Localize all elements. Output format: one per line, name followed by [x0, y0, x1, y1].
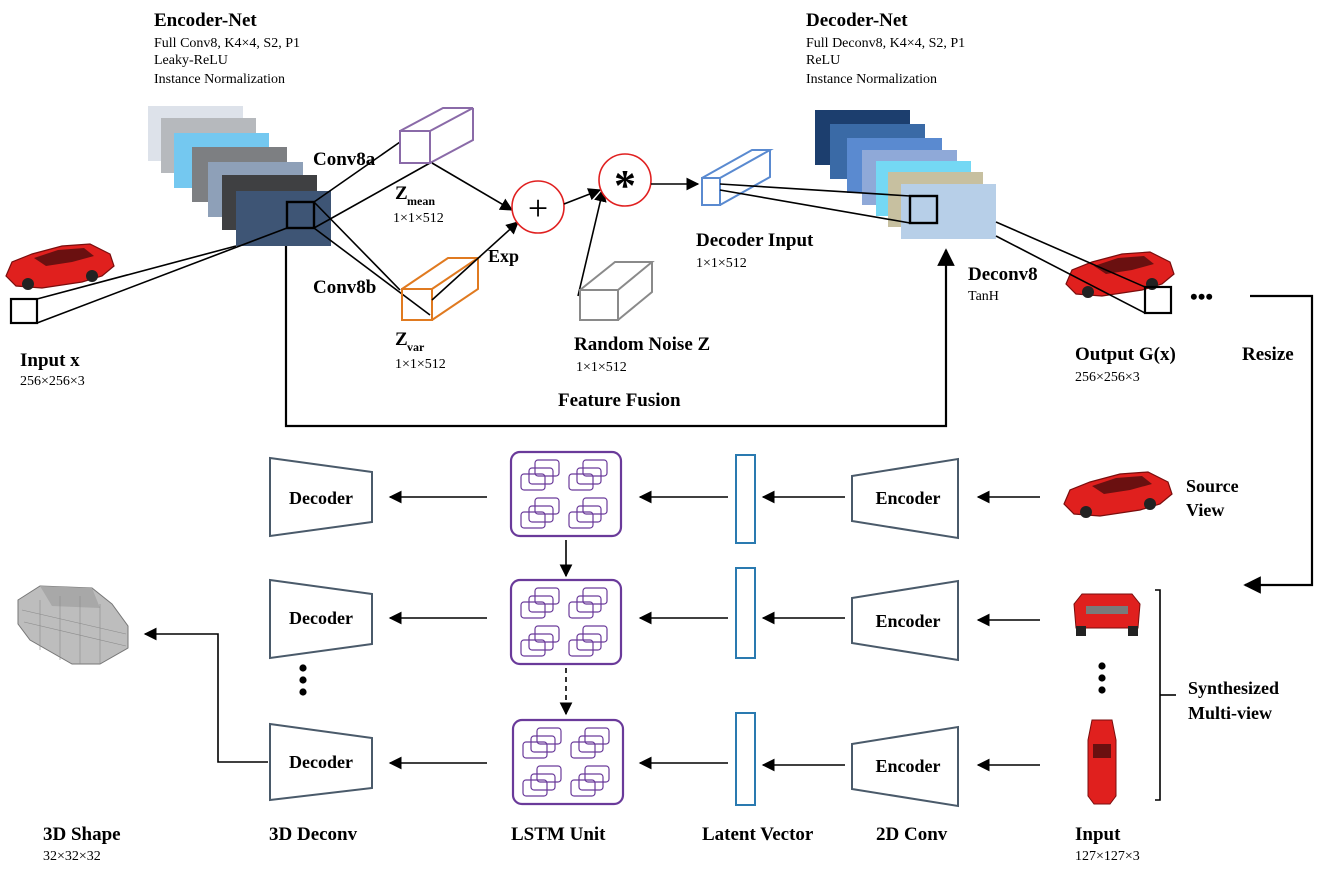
voxel-shape-icon	[17, 585, 129, 665]
conv8a-label: Conv8a	[313, 149, 376, 170]
random-noise-dim: 1×1×512	[576, 360, 627, 375]
decoder-block-1-label: Decoder	[289, 488, 353, 508]
lstm-unit-label: LSTM Unit	[511, 824, 606, 845]
input-car-top-icon	[1087, 719, 1117, 805]
encoder-block-2: Encoder	[851, 579, 959, 662]
source-view-car-icon	[1063, 471, 1173, 519]
random-noise-box	[579, 261, 655, 321]
z-var-subscript: var	[407, 340, 425, 354]
decoder-block-1: Decoder	[269, 456, 373, 538]
encoder-net-line1: Full Conv8, K4×4, S2, P1	[154, 36, 300, 51]
decoder-kernel-window	[908, 194, 939, 225]
tanh-label: TanH	[968, 289, 999, 304]
decoder-net-title: Decoder-Net	[806, 10, 908, 31]
conv-2d-label: 2D Conv	[876, 824, 948, 845]
input-receptive-window	[9, 297, 39, 325]
encoder-net-line2: Leaky-ReLU	[154, 53, 228, 68]
z-var-letter: Z	[395, 329, 408, 350]
encoder-block-3-label: Encoder	[876, 756, 941, 776]
input-rows-ellipsis	[1098, 662, 1106, 694]
shape-3d-label: 3D Shape	[43, 824, 121, 845]
latent-vector-3	[735, 712, 756, 806]
source-view-label-1: Source	[1186, 476, 1239, 496]
encoder-block-1-label: Encoder	[876, 488, 941, 508]
deconv8-label: Deconv8	[968, 264, 1038, 285]
output-ellipsis: •••	[1190, 284, 1213, 309]
latent-vector-2	[735, 567, 756, 659]
encoder-block-3: Encoder	[851, 725, 959, 808]
latent-vector-1	[735, 454, 756, 544]
decoder-feature-stack	[815, 110, 996, 239]
decoder-block-3-label: Decoder	[289, 752, 353, 772]
z-mean-box	[399, 107, 474, 164]
output-receptive-window	[1143, 285, 1173, 315]
input-label: Input	[1075, 824, 1121, 845]
z-var-box	[401, 257, 482, 321]
deconv-3d-label: 3D Deconv	[269, 824, 358, 845]
multiply-symbol: *	[614, 161, 636, 210]
plus-operator	[511, 180, 565, 234]
multiply-operator	[598, 153, 652, 207]
input-dim: 127×127×3	[1075, 849, 1140, 864]
lstm-unit-2	[509, 578, 623, 666]
encoder-block-1: Encoder	[851, 457, 959, 540]
resize-label: Resize	[1242, 344, 1294, 365]
lstm-unit-1	[509, 450, 623, 538]
source-view-label-2: View	[1186, 500, 1224, 520]
shape-3d-dim: 32×32×32	[43, 849, 101, 864]
decoder-input-dim: 1×1×512	[696, 256, 747, 271]
decoder-net-line1: Full Deconv8, K4×4, S2, P1	[806, 36, 965, 51]
exp-label: Exp	[488, 246, 519, 266]
z-mean-letter: Z	[395, 183, 408, 204]
latent-vector-label: Latent Vector	[702, 824, 814, 845]
conv8b-label: Conv8b	[313, 277, 376, 298]
decoder-block-2-label: Decoder	[289, 608, 353, 628]
output-gx-label: Output G(x)	[1075, 344, 1176, 365]
synthesized-label-2: Multi-view	[1188, 703, 1272, 723]
decoder-net-line2: ReLU	[806, 53, 840, 68]
encoder-block-2-label: Encoder	[876, 611, 941, 631]
input-car-front-icon	[1073, 593, 1141, 636]
lstm-unit-3	[511, 718, 625, 806]
feature-fusion-label: Feature Fusion	[558, 390, 681, 411]
input-x-label: Input x	[20, 350, 80, 371]
z-var-dim: 1×1×512	[395, 357, 446, 372]
decoder-net-line3: Instance Normalization	[806, 72, 937, 87]
plus-symbol: +	[528, 188, 548, 228]
decoder-block-3: Decoder	[269, 722, 373, 802]
encoder-net-title: Encoder-Net	[154, 10, 257, 31]
decoder-input-box	[701, 149, 774, 206]
encoder-net-line3: Instance Normalization	[154, 72, 285, 87]
decoder-rows-ellipsis	[299, 664, 307, 696]
encoder-feature-stack	[148, 106, 331, 246]
output-gx-dim: 256×256×3	[1075, 370, 1140, 385]
encoder-kernel-window	[285, 200, 316, 230]
decoder-block-2: Decoder	[269, 578, 373, 660]
decoder-input-label: Decoder Input	[696, 230, 814, 251]
z-mean-subscript: mean	[407, 194, 435, 208]
input-x-dim: 256×256×3	[20, 374, 85, 389]
synthesized-label-1: Synthesized	[1188, 678, 1279, 698]
random-noise-label: Random Noise Z	[574, 334, 710, 355]
z-mean-dim: 1×1×512	[393, 211, 444, 226]
